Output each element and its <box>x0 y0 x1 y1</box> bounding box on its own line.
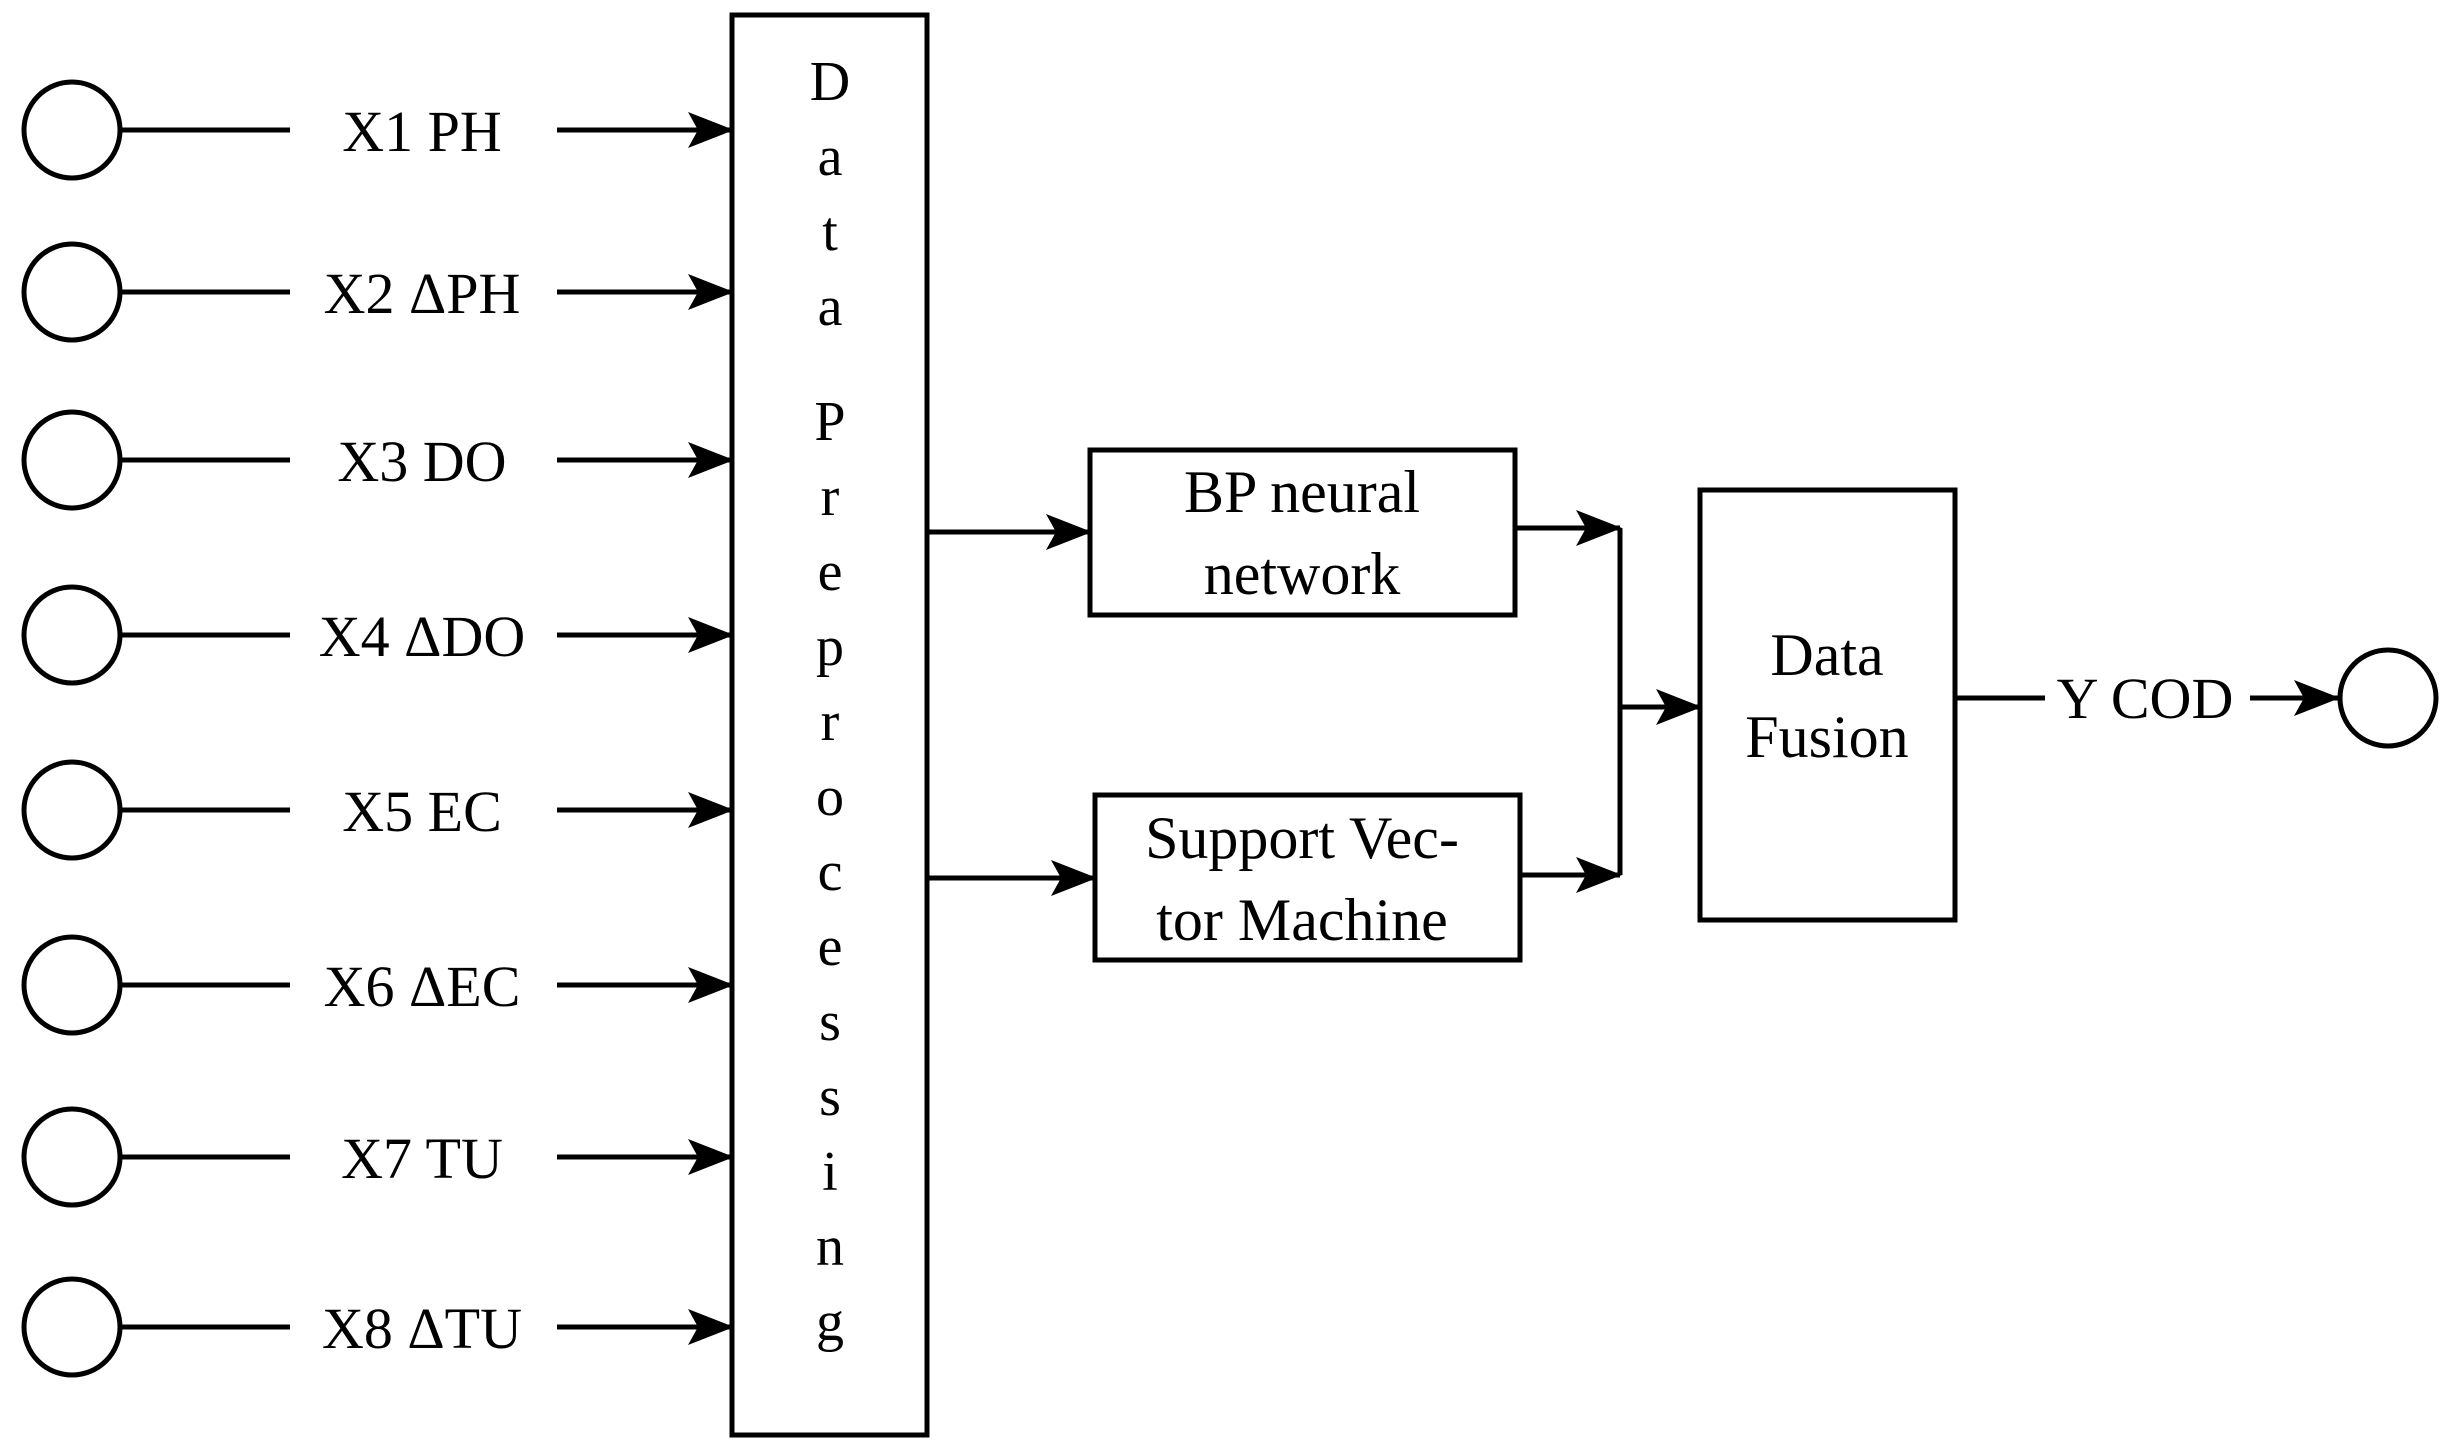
preprocessing-letter: p <box>816 616 844 678</box>
svm-block: Support Vec- tor Machine <box>1092 792 1523 963</box>
input-node <box>21 241 123 343</box>
preprocessing-letter: o <box>816 766 844 828</box>
input-row: X5 EC <box>21 759 734 861</box>
input-row: X8 ΔTU <box>21 1276 734 1378</box>
preprocessing-letter: i <box>822 1141 838 1203</box>
bp-label-line1: BP neural <box>1184 459 1420 525</box>
fusion-label-line1: Data <box>1770 622 1883 688</box>
preprocessing-letter: t <box>822 201 838 263</box>
output-node <box>2337 647 2439 749</box>
preprocessing-letter: g <box>816 1291 844 1353</box>
preprocessing-letter: P <box>814 391 845 453</box>
input-label: X8 ΔTU <box>322 1296 522 1361</box>
preprocessing-letter: r <box>821 691 840 753</box>
input-row: X7 TU <box>21 1106 734 1208</box>
bp-label-line2: network <box>1204 541 1401 607</box>
input-node <box>21 584 123 686</box>
preprocessing-box <box>729 12 930 1438</box>
data-fusion-box <box>1697 487 1958 923</box>
bp-neural-network-box <box>1087 447 1518 618</box>
input-row: X6 ΔEC <box>21 934 734 1036</box>
output-label: Y COD <box>2057 666 2234 731</box>
preprocessing-letter: a <box>818 126 843 188</box>
input-row: X1 PH <box>21 79 734 181</box>
input-node <box>21 1106 123 1208</box>
input-node <box>21 409 123 511</box>
input-label: X5 EC <box>342 779 502 844</box>
svm-label-line1: Support Vec- <box>1145 805 1459 871</box>
output-row: Y COD <box>1955 647 2439 749</box>
input-node <box>21 759 123 861</box>
preprocessing-letter: e <box>818 916 843 978</box>
preprocessing-letter: s <box>819 991 841 1053</box>
preprocessing-to-models <box>927 514 1097 896</box>
svm-label-line2: tor Machine <box>1156 887 1448 953</box>
input-label: X1 PH <box>342 99 502 164</box>
input-row: X3 DO <box>21 409 734 511</box>
input-node <box>21 1276 123 1378</box>
preprocessing-letter: c <box>818 841 843 903</box>
input-row: X4 ΔDO <box>21 584 734 686</box>
input-node <box>21 79 123 181</box>
input-label: X2 ΔPH <box>324 261 521 326</box>
data-fusion-block: Data Fusion <box>1697 487 1958 923</box>
svm-box <box>1092 792 1523 963</box>
input-label: X4 ΔDO <box>319 604 525 669</box>
preprocessing-letter: r <box>821 466 840 528</box>
input-rows: X1 PH X2 ΔPH X3 DO X4 ΔDO X5 EC X6 ΔEC X7 TU X8… <box>21 79 734 1378</box>
fusion-label-line2: Fusion <box>1745 704 1908 770</box>
preprocessing-letter: n <box>816 1216 844 1278</box>
preprocessing-letter: a <box>818 276 843 338</box>
input-row: X2 ΔPH <box>21 241 734 343</box>
input-label: X6 ΔEC <box>324 954 521 1019</box>
input-node <box>21 934 123 1036</box>
preprocessing-letter: e <box>818 541 843 603</box>
bp-neural-network-block: BP neural network <box>1087 447 1518 618</box>
preprocessing-letter: D <box>810 51 850 113</box>
merge-connector <box>1515 510 1702 893</box>
input-label: X7 TU <box>341 1126 503 1191</box>
input-label: X3 DO <box>337 429 506 494</box>
preprocessing-letter: s <box>819 1066 841 1128</box>
